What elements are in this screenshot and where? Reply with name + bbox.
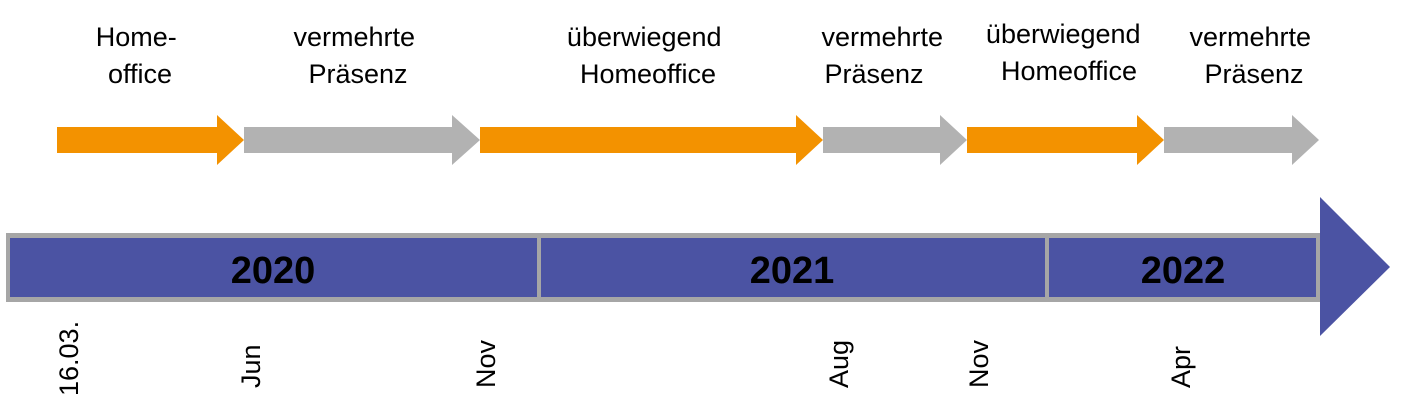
phase-label-4-line-1: vermehrte xyxy=(821,22,943,52)
phase-label-3: überwiegend Homeoffice xyxy=(567,22,729,89)
phase-arrow-5 xyxy=(967,115,1164,165)
phase-label-1-line-2: office xyxy=(108,59,172,89)
phase-label-5: überwiegend Homeoffice xyxy=(986,19,1148,86)
timeline-arrow-head xyxy=(1320,197,1390,336)
phase-label-4: vermehrte Präsenz xyxy=(821,22,950,89)
date-label-apr: Apr xyxy=(1166,346,1196,388)
date-label-start: 16.03. xyxy=(54,321,84,396)
phase-arrow-1 xyxy=(57,115,244,165)
phase-label-2: vermehrte Präsenz xyxy=(293,22,422,89)
timeline-segment-2020 xyxy=(10,238,537,297)
phase-label-6-line-2: Präsenz xyxy=(1204,59,1303,89)
date-label-nov-2020: Nov xyxy=(471,339,501,388)
phase-label-5-line-2: Homeoffice xyxy=(1001,56,1137,86)
year-label-2022: 2022 xyxy=(1141,250,1226,292)
timeline-segment-2021 xyxy=(541,238,1045,297)
phase-arrow-6 xyxy=(1164,115,1319,165)
phase-label-2-line-1: vermehrte xyxy=(293,22,415,52)
phase-label-4-line-2: Präsenz xyxy=(824,59,923,89)
phase-arrow-3 xyxy=(480,115,823,165)
phase-label-2-line-2: Präsenz xyxy=(308,59,407,89)
phase-label-3-line-1: überwiegend xyxy=(567,22,722,52)
phase-label-3-line-2: Homeoffice xyxy=(580,59,716,89)
phase-label-1: Home- office xyxy=(96,22,185,89)
date-label-jun: Jun xyxy=(236,344,266,388)
phase-label-6-line-1: vermehrte xyxy=(1189,22,1311,52)
date-label-aug: Aug xyxy=(824,340,854,388)
phase-label-6: vermehrte Präsenz xyxy=(1189,22,1318,89)
phase-arrow-2 xyxy=(244,115,480,165)
phase-label-5-line-1: überwiegend xyxy=(986,19,1141,49)
phase-label-1-line-1: Home- xyxy=(96,22,177,52)
timeline-segment-2022 xyxy=(1049,238,1316,297)
phase-arrow-4 xyxy=(823,115,967,165)
year-label-2020: 2020 xyxy=(231,250,316,292)
year-label-2021: 2021 xyxy=(750,250,835,292)
date-label-nov-2021: Nov xyxy=(964,339,994,388)
